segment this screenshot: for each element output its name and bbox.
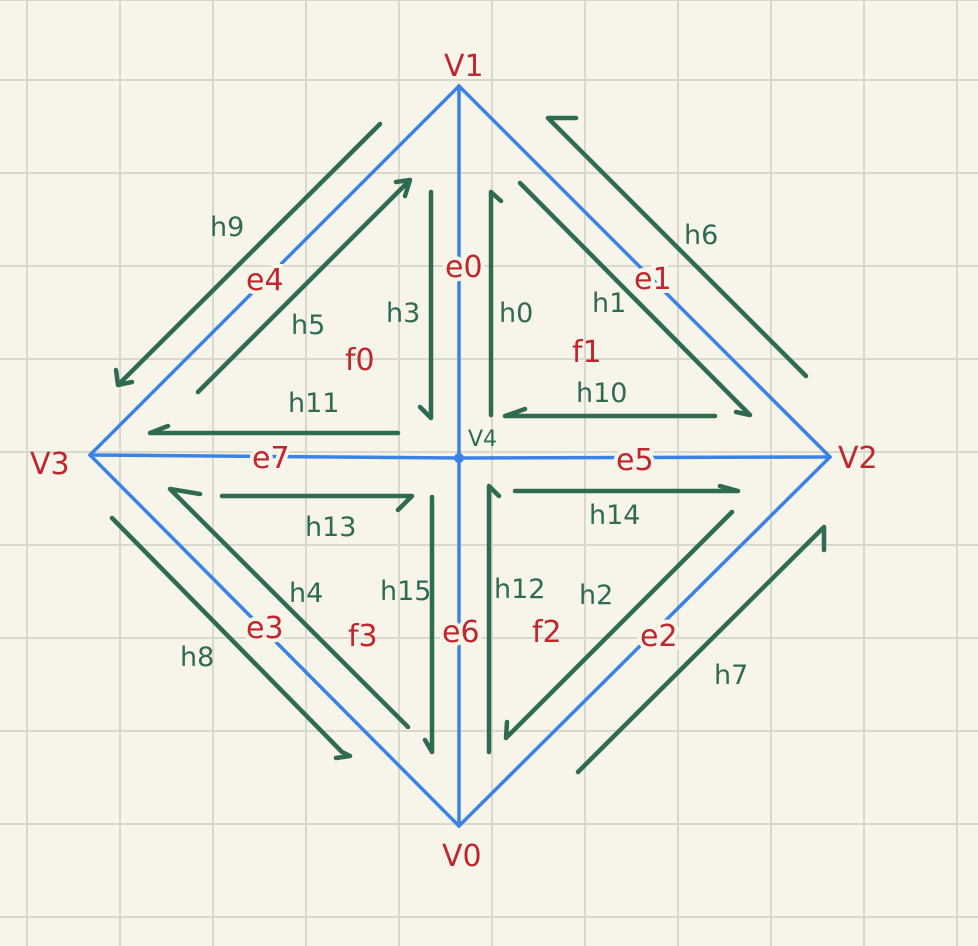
- edge-label-e1: e1: [634, 262, 672, 297]
- halfedge-label-h9: h9: [210, 212, 244, 243]
- edge-e1: [457, 84, 832, 459]
- face-label-f2: f2: [532, 615, 562, 650]
- halfedge-h6-arrow: [545, 115, 809, 379]
- vertex-label-v1: V1: [444, 49, 484, 84]
- halfedge-h13-arrow: [219, 493, 415, 513]
- mesh-edges: [88, 84, 832, 828]
- edge-e7: [88, 453, 461, 460]
- halfedge-label-h3: h3: [386, 298, 420, 329]
- edge-label-e5: e5: [616, 443, 654, 478]
- face-labels: f0 f1 f2 f3: [345, 335, 602, 654]
- edge-label-e7: e7: [252, 441, 290, 476]
- halfedge-h14-arrow: [512, 483, 741, 494]
- halfedge-h2-arrow: [503, 509, 735, 741]
- halfedge-label-h10: h10: [576, 378, 627, 409]
- halfedge-label-h5: h5: [291, 310, 325, 341]
- edge-e4: [88, 84, 461, 457]
- halfedge-label-h11: h11: [288, 388, 339, 419]
- edge-label-e6: e6: [442, 615, 480, 650]
- halfedge-h7-arrow: [575, 524, 827, 775]
- halfedge-label-h0: h0: [499, 298, 533, 329]
- edge-label-e2: e2: [640, 619, 678, 654]
- halfedge-label-h1: h1: [592, 288, 626, 319]
- edge-label-e3: e3: [246, 611, 284, 646]
- halfedge-h0-arrow: [488, 189, 504, 418]
- halfedge-labels: h0 h1 h2 h3 h4 h5 h6 h7 h8 h9 h10 h11 h1…: [180, 212, 748, 691]
- vertex-label-v4: V4: [468, 427, 497, 452]
- halfedge-h9-arrow: [113, 121, 383, 388]
- face-label-f1: f1: [572, 335, 602, 370]
- halfedge-h3-arrow: [417, 189, 434, 421]
- vertex-label-v3: V3: [30, 447, 70, 482]
- edge-label-e4: e4: [246, 263, 284, 298]
- halfedge-h11-arrow: [147, 423, 401, 436]
- halfedge-label-h2: h2: [579, 580, 613, 611]
- halfedge-label-h8: h8: [180, 642, 214, 673]
- halfedge-arrows: [109, 115, 827, 775]
- halfedge-h12-arrow: [486, 483, 502, 755]
- halfedge-label-h12: h12: [494, 574, 545, 605]
- vertex-label-v0: V0: [442, 839, 482, 874]
- face-label-f0: f0: [345, 343, 375, 378]
- halfedge-label-h14: h14: [589, 500, 640, 531]
- halfedge-label-h4: h4: [289, 578, 323, 609]
- halfedge-label-h6: h6: [684, 220, 718, 251]
- edge-labels: e0 e1 e2 e3 e4 e5 e6 e7: [242, 246, 682, 658]
- halfedge-label-h13: h13: [305, 512, 356, 543]
- halfedge-h15-arrow: [422, 494, 435, 755]
- vertex-labels: V1 V2 V3 V0 V4: [30, 49, 878, 874]
- edge-e3: [88, 453, 461, 828]
- vertex-v4-dot: [454, 453, 464, 463]
- halfedge-label-h7: h7: [714, 660, 748, 691]
- halfedge-h10-arrow: [502, 406, 718, 419]
- halfedge-h4-arrow: [167, 486, 411, 730]
- halfedge-h1-arrow: [517, 180, 753, 418]
- edge-label-e0: e0: [445, 250, 483, 285]
- edge-e5: [457, 455, 832, 460]
- face-label-f3: f3: [348, 619, 378, 654]
- halfedge-h8-arrow: [109, 515, 353, 761]
- vertex-label-v2: V2: [838, 441, 878, 476]
- edge-e2: [457, 455, 832, 828]
- halfedge-label-h15: h15: [380, 576, 431, 607]
- halfedge-h5-arrow: [195, 177, 413, 395]
